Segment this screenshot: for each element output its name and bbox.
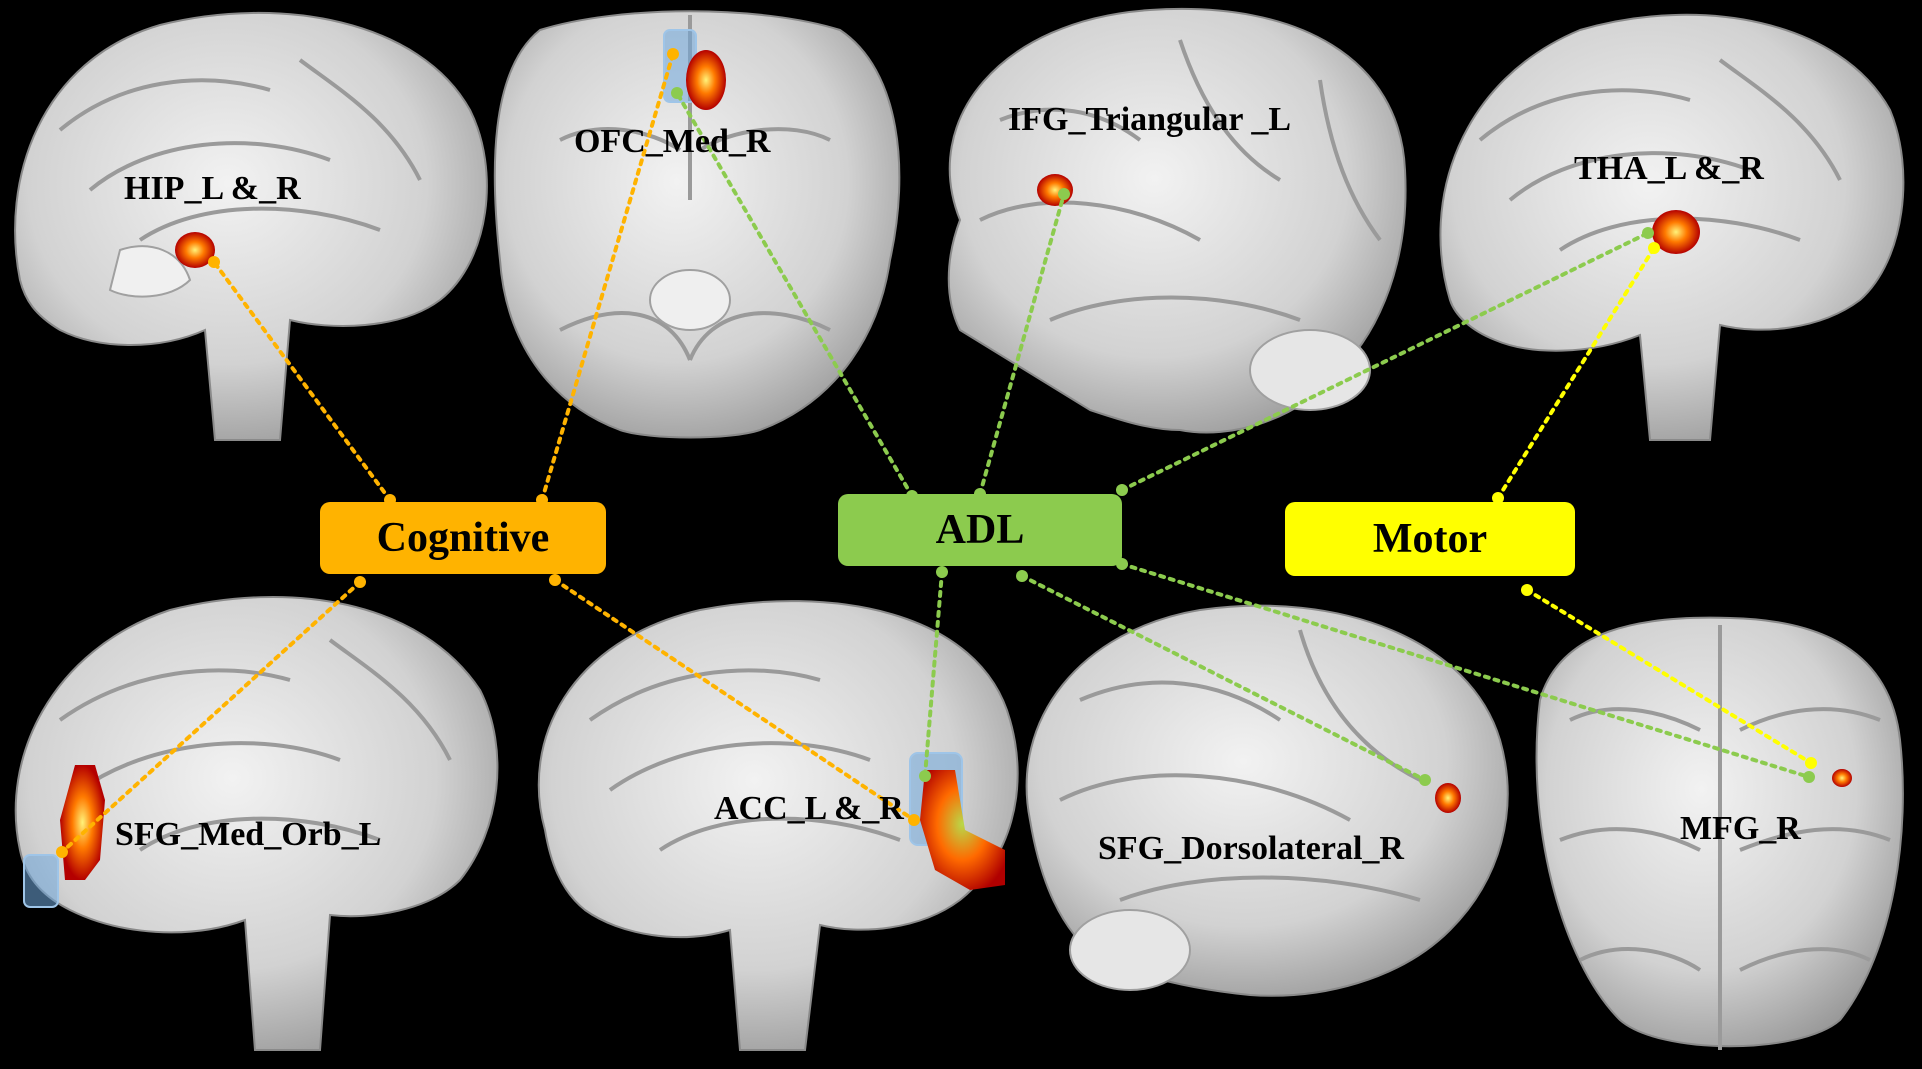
connection-endpoint-motor-mfg [1521, 584, 1533, 596]
connection-endpoint-adl-acc [919, 770, 931, 782]
connection-endpoint-cognitive-acc [908, 814, 920, 826]
connection-cognitive-sfg-med [60, 580, 362, 854]
connection-adl-mfg [1120, 562, 1811, 779]
brain-images [14, 8, 1905, 1051]
connection-endpoint-adl-mfg [1803, 771, 1815, 783]
connection-endpoint-cognitive-sfg-med [354, 576, 366, 588]
connection-adl-acc [923, 570, 944, 778]
connection-cognitive-hip [212, 260, 392, 502]
region-label-sfg-dl: SFG_Dorsolateral_R [1098, 830, 1404, 867]
region-label-hip: HIP_L &_R [124, 170, 301, 207]
connection-endpoint-adl-sfg-dl [1016, 570, 1028, 582]
connection-motor-tha [1496, 246, 1656, 500]
connection-endpoint-cognitive-hip [208, 256, 220, 268]
region-label-ofc: OFC_Med_R [574, 123, 771, 160]
connection-endpoint-motor-mfg [1805, 757, 1817, 769]
connection-endpoint-adl-tha [1642, 227, 1654, 239]
region-label-ifg: IFG_Triangular _L [1008, 101, 1292, 138]
connection-cognitive-acc [553, 578, 916, 822]
connection-endpoint-adl-tha [1116, 484, 1128, 496]
brain-lateral-sfg-dl [1025, 604, 1509, 997]
connection-endpoint-adl-sfg-dl [1419, 774, 1431, 786]
brain-superior-mfg [1535, 616, 1904, 1050]
connection-motor-mfg [1525, 588, 1813, 765]
connection-endpoint-adl-ifg [1058, 188, 1070, 200]
connection-adl-tha [1120, 231, 1650, 492]
connection-adl-ifg [978, 192, 1066, 496]
region-label-tha: THA_L &_R [1574, 150, 1764, 187]
region-label-acc: ACC_L &_R [714, 790, 904, 827]
brain-lateral-ifg [947, 8, 1407, 434]
activation-tha [1652, 210, 1700, 254]
connection-lines [56, 48, 1817, 858]
roi-highlight-sfg-med [23, 854, 59, 908]
connection-adl-ofc [675, 91, 914, 498]
connection-endpoint-motor-tha [1492, 492, 1504, 504]
category-box-motor: Motor [1285, 502, 1575, 576]
brain-sagittal-acc [537, 600, 1019, 1051]
connection-endpoint-cognitive-sfg-med [56, 846, 68, 858]
activation-sfg-dl [1435, 783, 1461, 813]
connection-endpoint-cognitive-acc [549, 574, 561, 586]
connection-endpoint-motor-tha [1648, 242, 1660, 254]
connection-cognitive-ofc [540, 52, 675, 502]
brain-inferior-ofc [493, 10, 901, 439]
connection-endpoint-adl-acc [936, 566, 948, 578]
activation-sfg-med [60, 765, 105, 880]
region-label-mfg: MFG_R [1680, 810, 1801, 847]
category-box-cognitive: Cognitive [320, 502, 606, 574]
activation-hip [175, 232, 215, 268]
connection-endpoint-cognitive-ofc [667, 48, 679, 60]
category-box-adl: ADL [838, 494, 1122, 566]
connection-adl-sfg-dl [1020, 574, 1427, 782]
connection-endpoint-adl-ofc [671, 87, 683, 99]
brain-sagittal-hip [14, 11, 488, 441]
region-label-sfg-med: SFG_Med_Orb_L [115, 816, 382, 853]
brain-sagittal-sfg-med [14, 596, 499, 1051]
activation-ofc [686, 50, 726, 110]
activation-mfg [1832, 769, 1852, 787]
activation-acc [920, 770, 1005, 890]
